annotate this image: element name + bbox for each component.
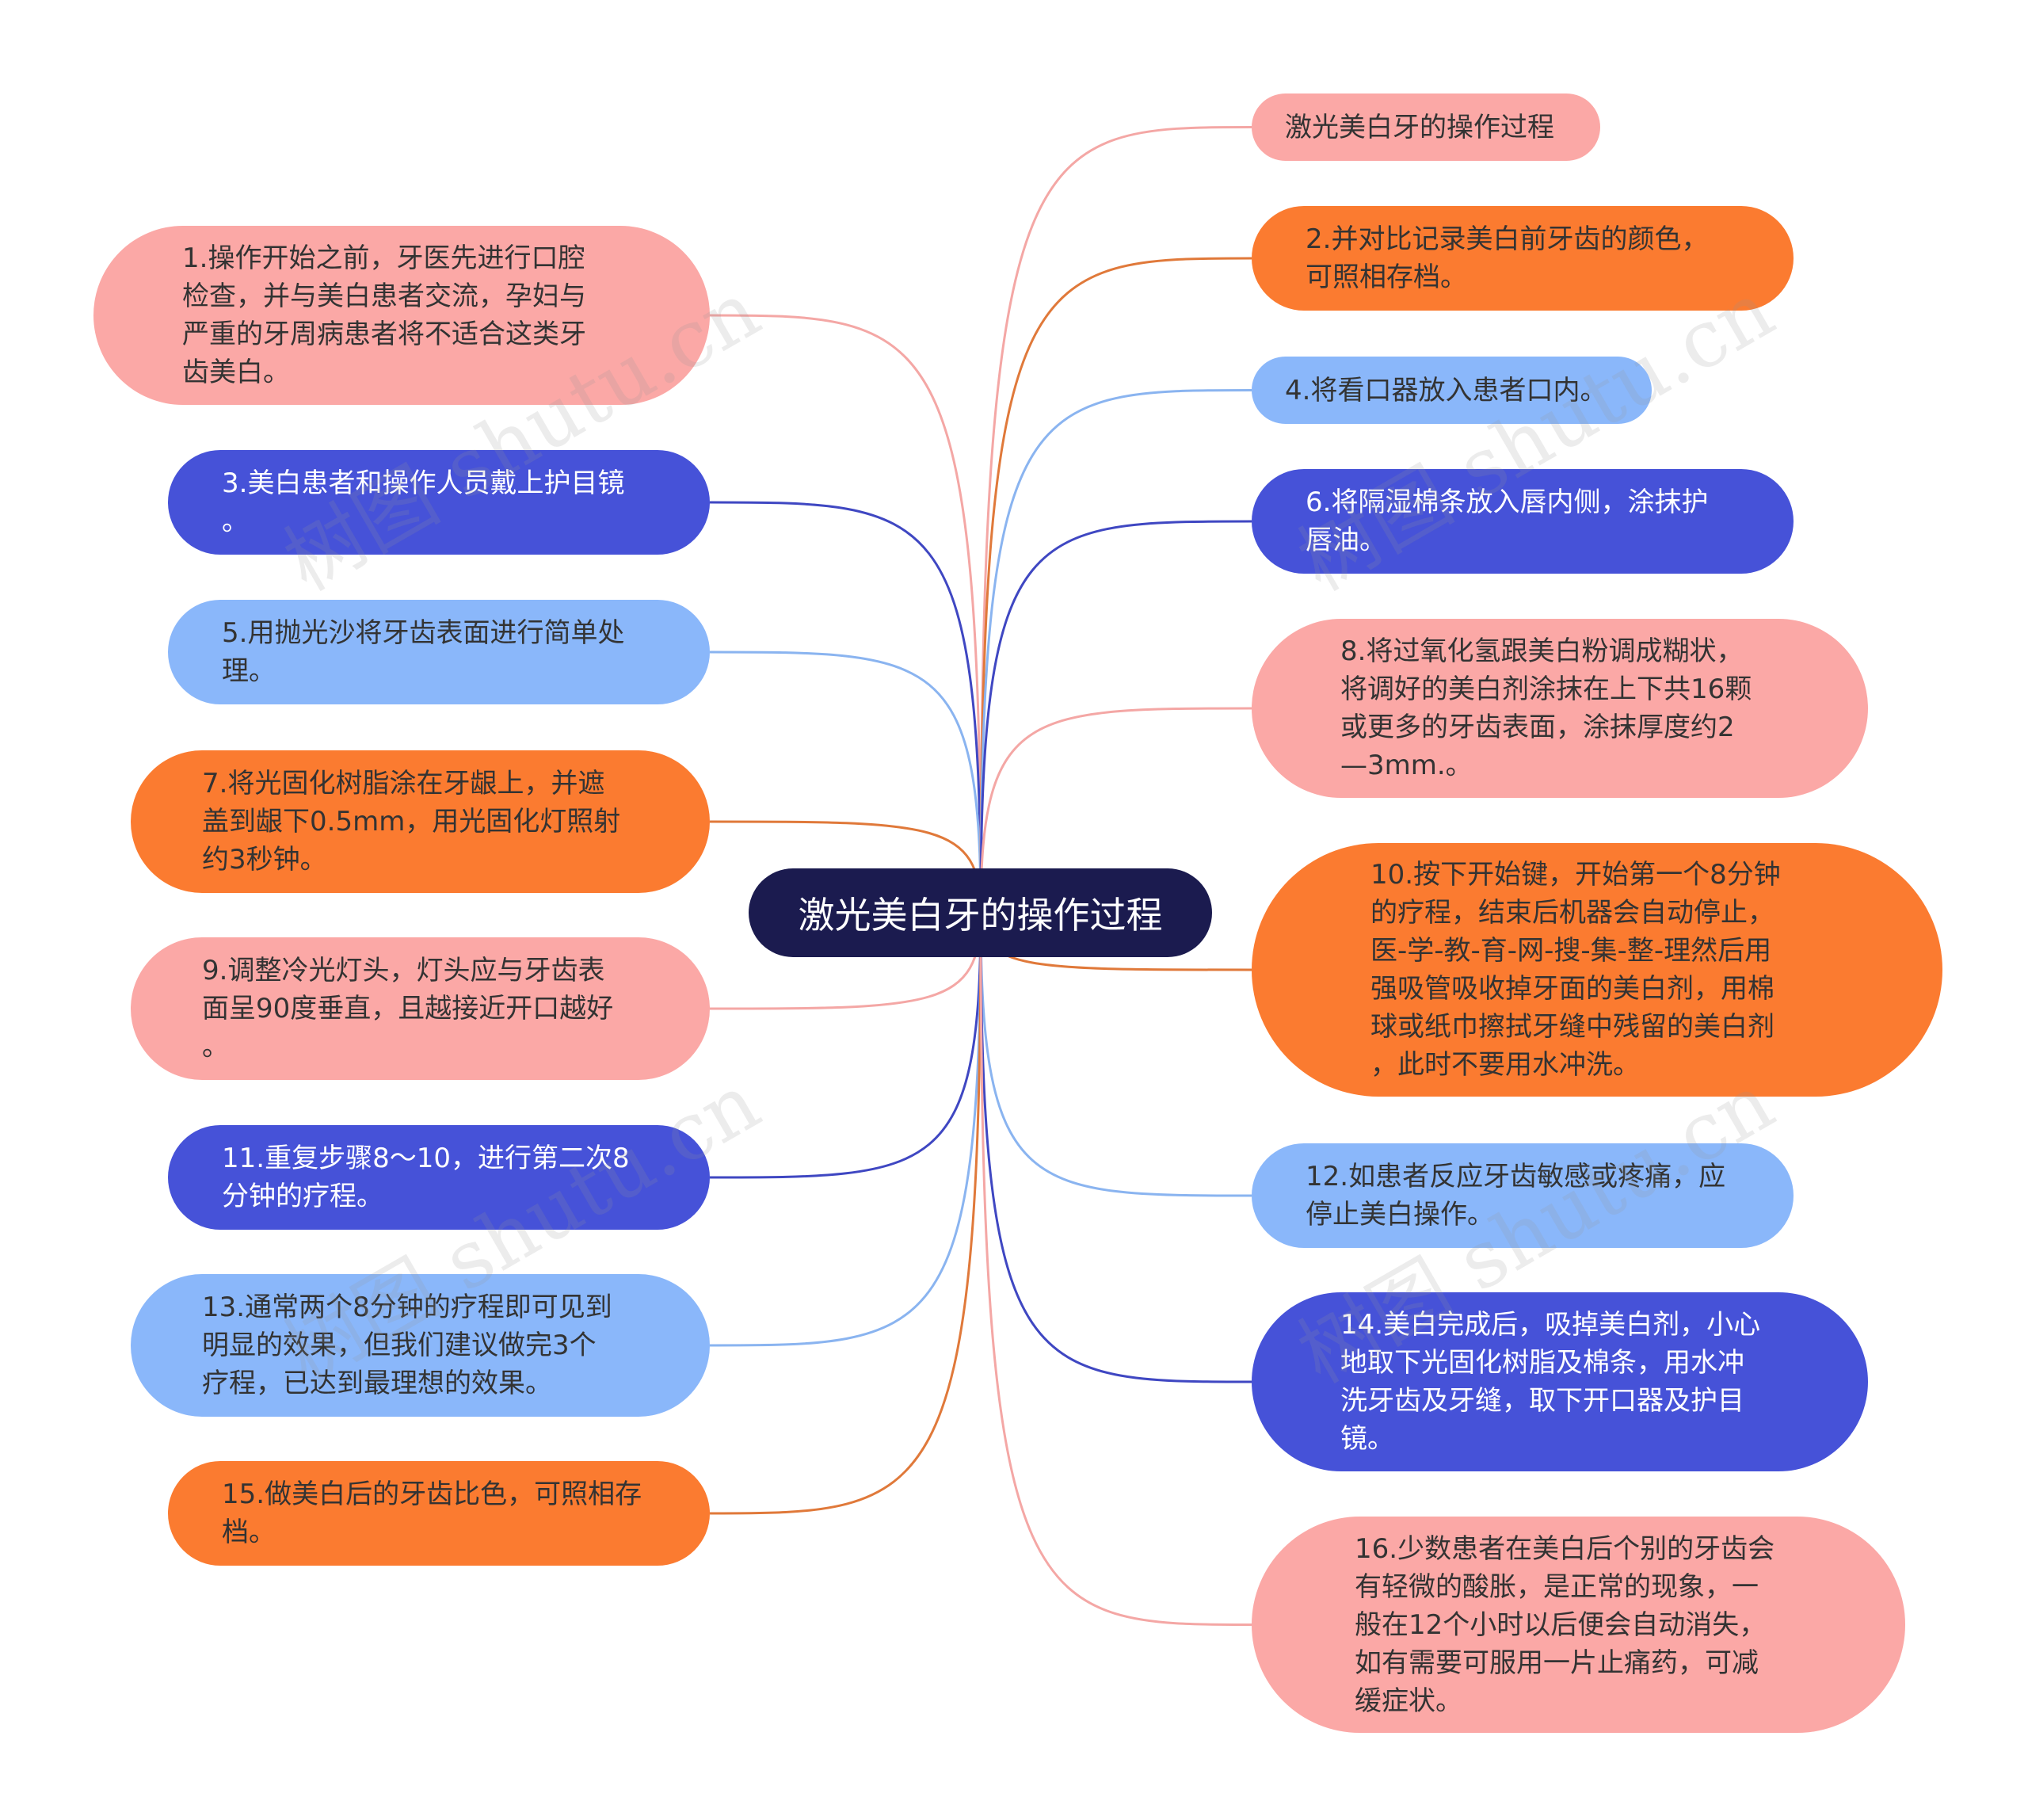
right-node-2[interactable]: 2.并对比记录美白前牙齿的颜色， 可照相存档。 [1252, 206, 1794, 311]
left-node-7[interactable]: 13.通常两个8分钟的疗程即可见到 明显的效果，但我们建议做完3个 疗程，已达到… [131, 1274, 710, 1417]
right-node-4[interactable]: 6.将隔湿棉条放入唇内侧，涂抹护 唇油。 [1252, 469, 1794, 574]
right-connector-9 [979, 912, 1252, 1626]
left-node-6[interactable]: 11.重复步骤8～10，进行第二次8 分钟的疗程。 [168, 1125, 710, 1230]
right-connector-1 [979, 126, 1252, 914]
left-node-2[interactable]: 3.美白患者和操作人员戴上护目镜 。 [168, 450, 710, 555]
right-node-1-text: 激光美白牙的操作过程 [1285, 111, 1554, 143]
right-node-8-text: 14.美白完成后，吸掉美白剂，小心 地取下光固化树脂及棉条，用水冲 洗牙齿及牙缝… [1340, 1309, 1761, 1455]
left-node-5-text: 9.调整冷光灯头，灯头应与牙齿表 面呈90度垂直，且越接近开口越好 。 [202, 955, 614, 1063]
right-connector-3 [979, 389, 1252, 914]
left-connector-8 [709, 912, 982, 1515]
right-connector-8 [979, 912, 1252, 1383]
right-node-7[interactable]: 12.如患者反应牙齿敏感或疼痛，应 停止美白操作。 [1252, 1143, 1794, 1248]
left-node-4-text: 7.将光固化树脂涂在牙龈上，并遮 盖到龈下0.5mm，用光固化灯照射 约3秒钟。 [202, 768, 621, 876]
right-connector-2 [979, 257, 1252, 914]
right-node-1[interactable]: 激光美白牙的操作过程 [1252, 93, 1600, 161]
left-node-5[interactable]: 9.调整冷光灯头，灯头应与牙齿表 面呈90度垂直，且越接近开口越好 。 [131, 937, 710, 1080]
left-node-8[interactable]: 15.做美白后的牙齿比色，可照相存 档。 [168, 1461, 710, 1566]
right-node-3[interactable]: 4.将看口器放入患者口内。 [1252, 357, 1652, 424]
right-node-9[interactable]: 16.少数患者在美白后个别的牙齿会 有轻微的酸胀，是正常的现象，一 般在12个小… [1252, 1517, 1905, 1733]
left-connector-3 [709, 651, 982, 914]
left-node-6-text: 11.重复步骤8～10，进行第二次8 分钟的疗程。 [222, 1143, 630, 1212]
left-node-1-text: 1.操作开始之前，牙医先进行口腔 检查，并与美白患者交流，孕妇与 严重的牙周病患… [182, 242, 586, 388]
left-node-2-text: 3.美白患者和操作人员戴上护目镜 。 [222, 467, 625, 537]
left-connector-1 [709, 314, 982, 914]
right-node-2-text: 2.并对比记录美白前牙齿的颜色， 可照相存档。 [1306, 223, 1709, 293]
right-node-3-text: 4.将看口器放入患者口内。 [1285, 374, 1607, 406]
root-node-label: 激光美白牙的操作过程 [798, 894, 1163, 937]
right-node-6[interactable]: 10.按下开始键，开始第一个8分钟 的疗程，结束后机器会自动停止， 医-学-教-… [1252, 843, 1942, 1097]
left-connector-7 [709, 912, 982, 1347]
left-connector-6 [709, 912, 982, 1179]
right-node-4-text: 6.将隔湿棉条放入唇内侧，涂抹护 唇油。 [1306, 486, 1709, 556]
root-node[interactable]: 激光美白牙的操作过程 [749, 868, 1212, 957]
right-node-7-text: 12.如患者反应牙齿敏感或疼痛，应 停止美白操作。 [1306, 1161, 1726, 1231]
left-node-3[interactable]: 5.用抛光沙将牙齿表面进行简单处 理。 [168, 600, 710, 704]
left-node-7-text: 13.通常两个8分钟的疗程即可见到 明显的效果，但我们建议做完3个 疗程，已达到… [202, 1292, 612, 1399]
right-node-6-text: 10.按下开始键，开始第一个8分钟 的疗程，结束后机器会自动停止， 医-学-教-… [1370, 859, 1781, 1081]
right-node-5-text: 8.将过氧化氢跟美白粉调成糊状， 将调好的美白剂涂抹在上下共16颗 或更多的牙齿… [1340, 635, 1752, 781]
right-connector-7 [979, 912, 1252, 1197]
right-node-8[interactable]: 14.美白完成后，吸掉美白剂，小心 地取下光固化树脂及棉条，用水冲 洗牙齿及牙缝… [1252, 1292, 1868, 1471]
right-node-5[interactable]: 8.将过氧化氢跟美白粉调成糊状， 将调好的美白剂涂抹在上下共16颗 或更多的牙齿… [1252, 619, 1868, 798]
right-connector-5 [979, 707, 1252, 914]
left-node-4[interactable]: 7.将光固化树脂涂在牙龈上，并遮 盖到龈下0.5mm，用光固化灯照射 约3秒钟。 [131, 750, 710, 893]
right-connector-4 [979, 520, 1252, 914]
left-node-3-text: 5.用抛光沙将牙齿表面进行简单处 理。 [222, 617, 625, 687]
right-node-9-text: 16.少数患者在美白后个别的牙齿会 有轻微的酸胀，是正常的现象，一 般在12个小… [1355, 1532, 1775, 1717]
left-node-1[interactable]: 1.操作开始之前，牙医先进行口腔 检查，并与美白患者交流，孕妇与 严重的牙周病患… [93, 226, 710, 405]
left-connector-2 [709, 501, 982, 914]
left-node-8-text: 15.做美白后的牙齿比色，可照相存 档。 [222, 1479, 642, 1548]
